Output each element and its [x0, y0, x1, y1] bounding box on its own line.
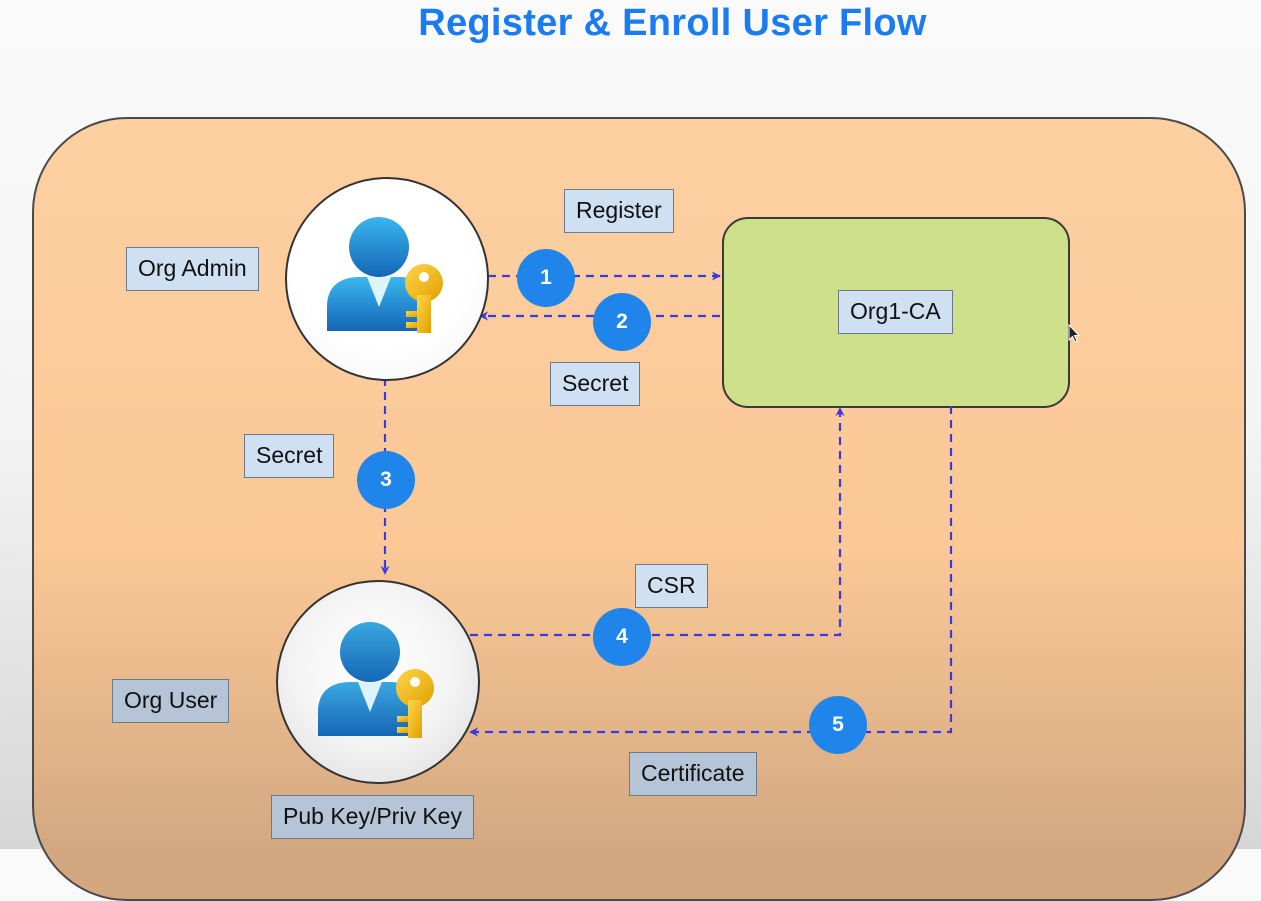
org-user-avatar: [276, 580, 480, 784]
csr-label: CSR: [635, 564, 708, 608]
user-with-key-icon: [318, 622, 434, 738]
step-badge-2: 2: [593, 293, 651, 351]
step-badge-5: 5: [809, 696, 867, 754]
org-admin-avatar: [285, 177, 489, 381]
mouse-cursor-icon: [1068, 324, 1080, 343]
arrow-csr: [470, 407, 845, 637]
user-with-key-icon: [327, 217, 443, 333]
step-badge-1: 1: [517, 249, 575, 307]
step-badge-4: 4: [593, 608, 651, 666]
certificate-label: Certificate: [629, 752, 757, 796]
step-badge-3: 3: [357, 451, 415, 509]
org1-ca-label: Org1-CA: [838, 290, 953, 334]
arrow-certificate: [469, 406, 953, 737]
page-title: Register & Enroll User Flow: [418, 2, 927, 44]
register-label: Register: [564, 189, 674, 233]
secret-label-ca: Secret: [550, 362, 641, 406]
org-admin-label: Org Admin: [126, 247, 259, 291]
secret-label-user: Secret: [244, 434, 335, 478]
keys-label: Pub Key/Priv Key: [271, 795, 474, 839]
org-user-label: Org User: [112, 679, 230, 723]
